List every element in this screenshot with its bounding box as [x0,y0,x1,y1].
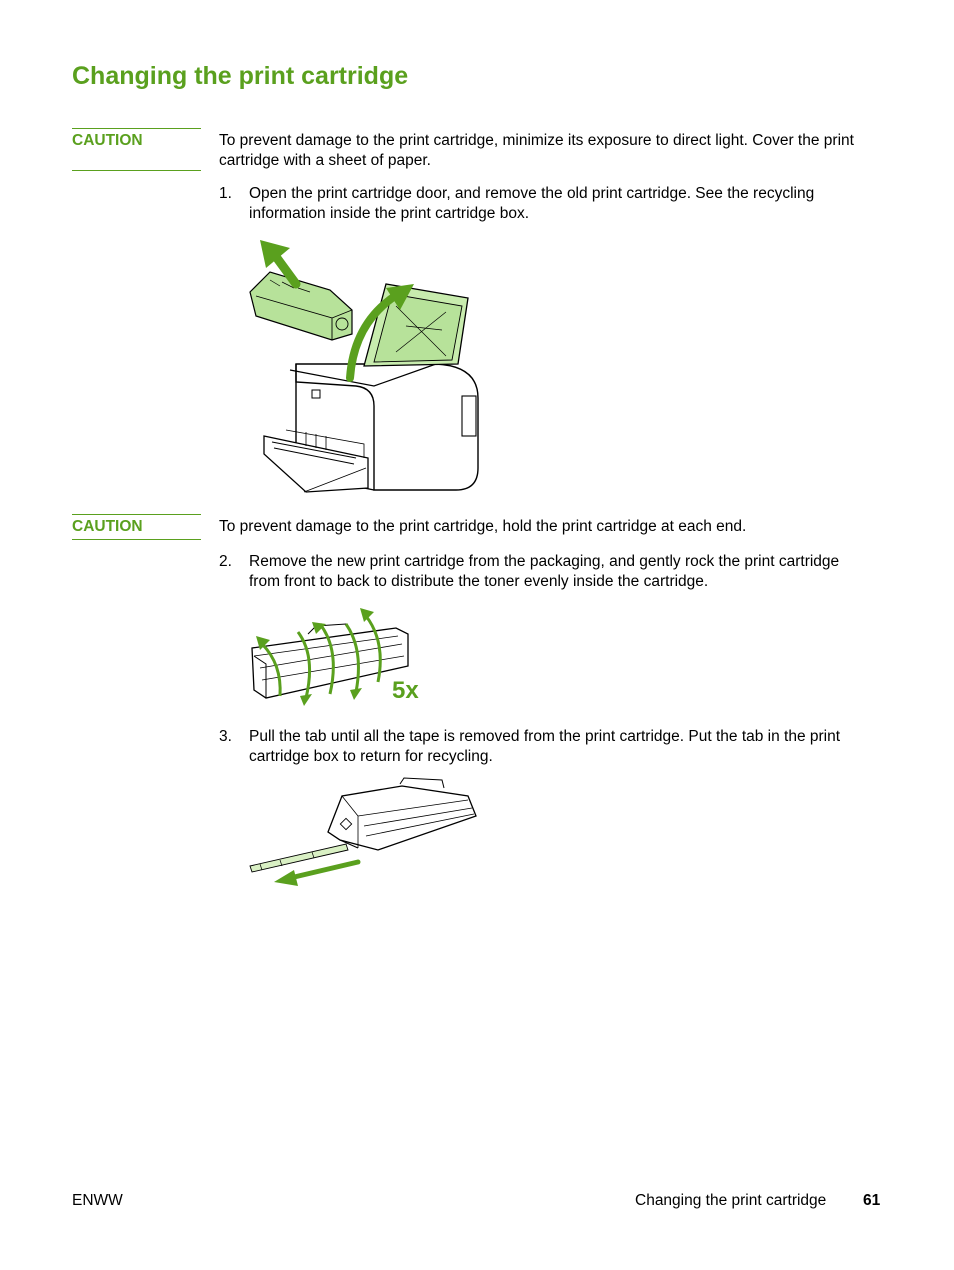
printer-cartridge-removal-illustration [249,240,479,493]
page-number: 61 [863,1192,881,1209]
footer-left: ENWW [72,1192,123,1209]
caution-text: To prevent damage to the print cartridge… [219,132,854,169]
step-number: 2. [219,553,232,570]
step-number: 1. [219,185,232,202]
repeat-count-label: 5x [392,677,419,704]
step-text: Remove the new print cartridge from the … [249,553,840,590]
step-number: 3. [219,728,232,745]
caution-label: CAUTION [72,514,201,540]
footer-section-title: Changing the print cartridge [635,1192,827,1209]
caution-label: CAUTION [72,128,201,171]
caution-text: To prevent damage to the print cartridge… [219,518,747,535]
step-text: Open the print cartridge door, and remov… [249,185,815,222]
step-text: Pull the tab until all the tape is remov… [249,728,841,765]
tape-removal-illustration [249,777,477,886]
page-title: Changing the print cartridge [72,62,409,90]
cartridge-rocking-illustration: 5x [251,608,419,706]
